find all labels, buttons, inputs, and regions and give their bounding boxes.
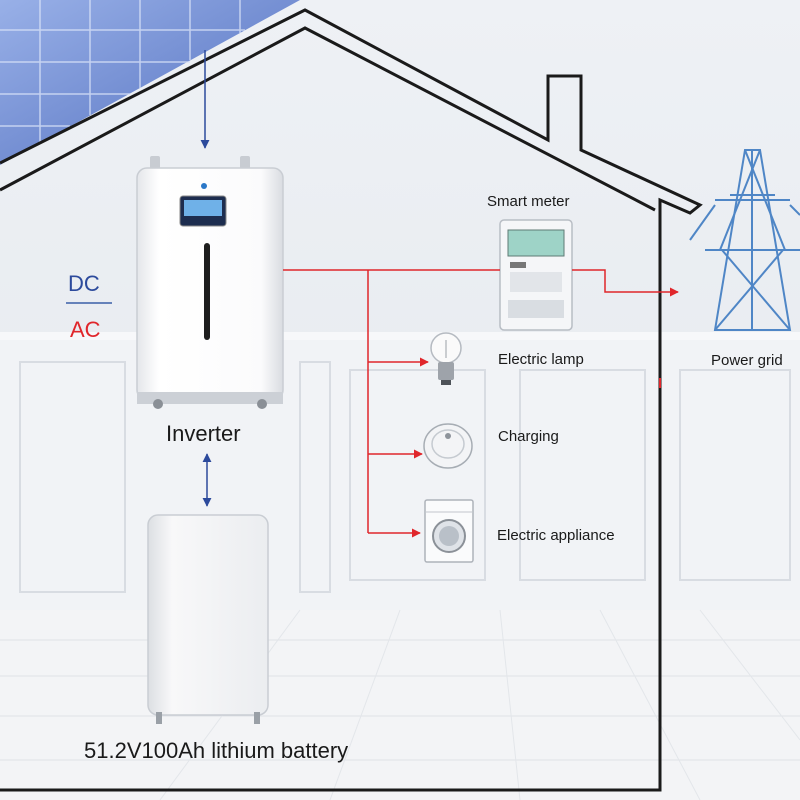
power-grid-label: Power grid [711,352,783,369]
battery-icon [147,514,269,724]
wood-floor [0,609,800,800]
washing-machine-icon [424,499,474,563]
charging-label: Charging [498,428,559,445]
transmission-tower-icon [689,149,800,331]
ac-wiring [283,269,679,538]
robot-vacuum-icon [423,423,473,469]
inverter-label: Inverter [166,421,241,446]
wainscot-panels [0,332,800,610]
house-outline [0,8,703,792]
legend-dc: DC [68,271,100,296]
battery-label: 51.2V100Ah lithium battery [84,738,349,763]
electric-appliance-label: Electric appliance [497,527,615,544]
smart-meter-icon [499,219,573,331]
legend-ac: AC [70,317,101,342]
light-bulb-icon [430,332,462,385]
smart-meter-label: Smart meter [487,193,570,210]
electric-lamp-label: Electric lamp [498,351,584,368]
inverter-icon [136,156,284,409]
